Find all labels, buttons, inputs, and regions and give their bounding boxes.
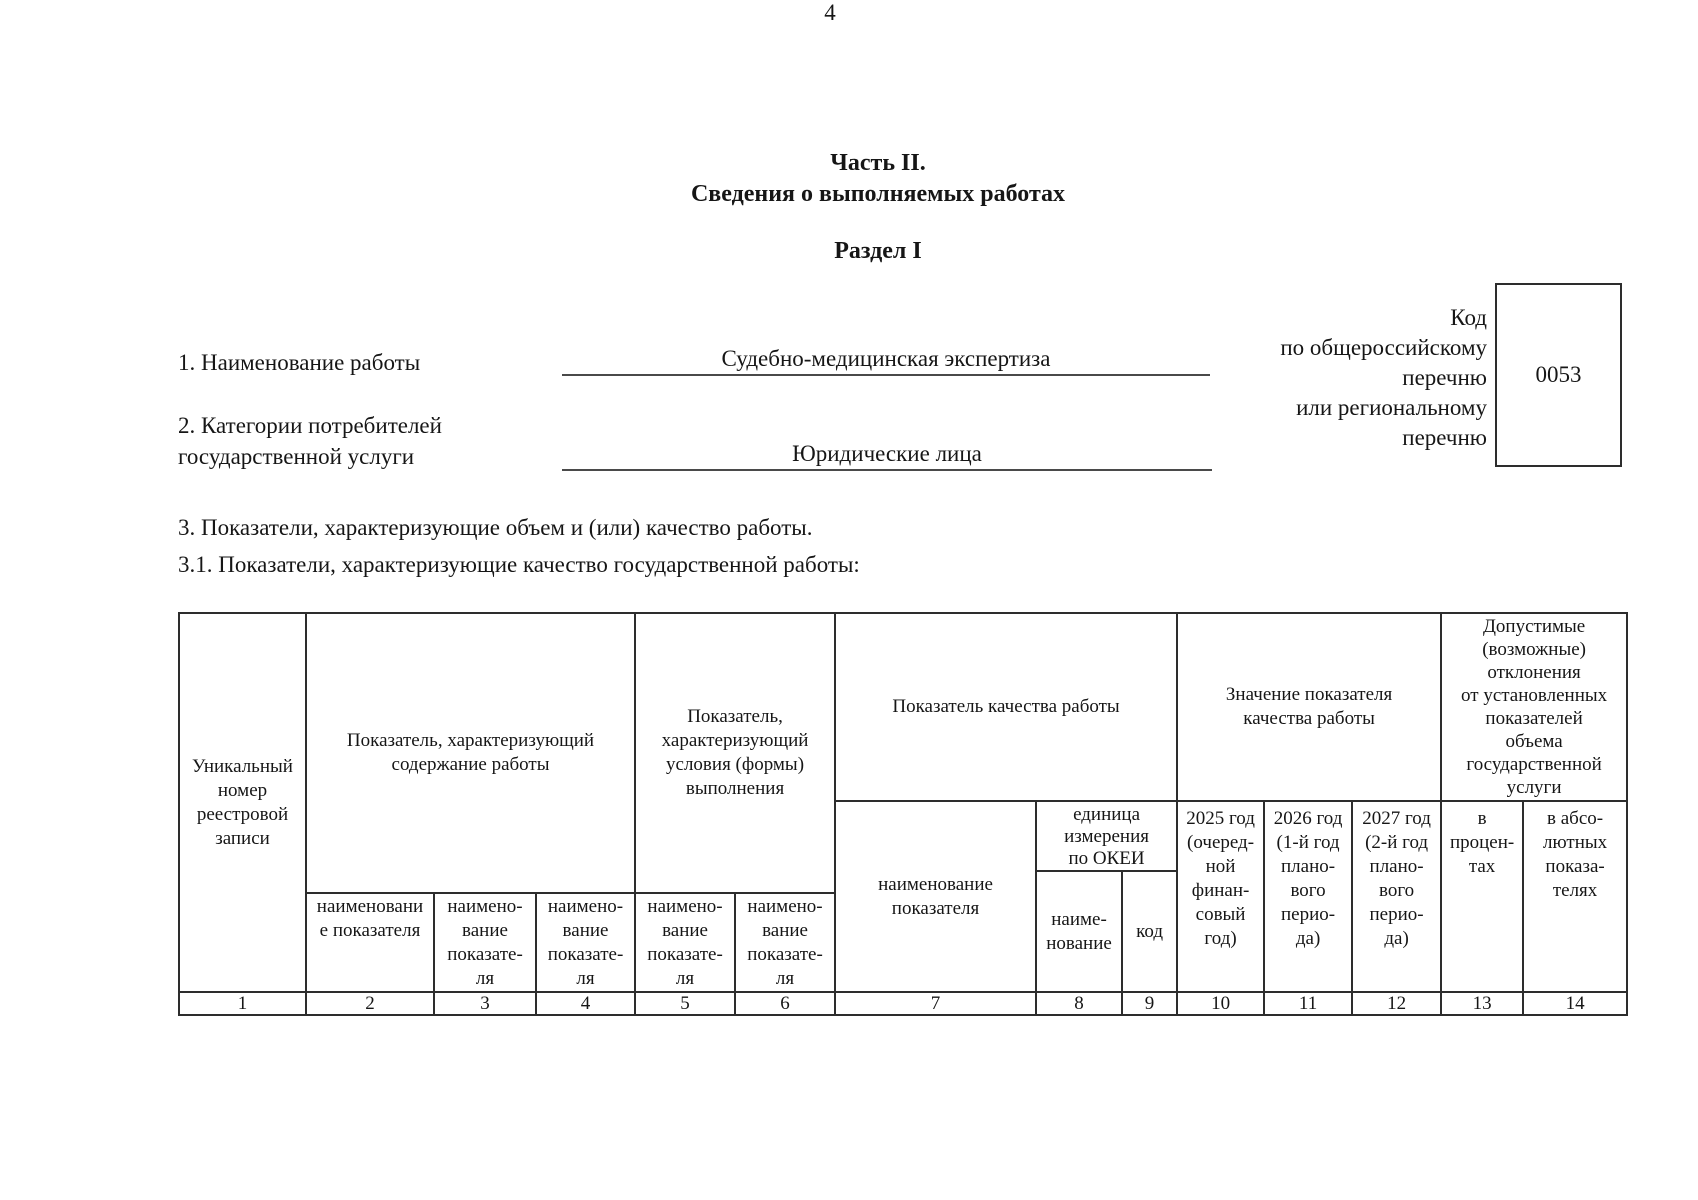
column-number-11: 11 — [1263, 991, 1354, 1016]
header-year-2026: 2026 год (1-й год плано- вого перио- да) — [1263, 800, 1354, 993]
column-number-6: 6 — [734, 991, 837, 1016]
column-number-8: 8 — [1035, 991, 1124, 1016]
column-number-3: 3 — [433, 991, 537, 1016]
page-number: 4 — [824, 0, 836, 25]
column-number-10: 10 — [1176, 991, 1266, 1016]
header-okei-name: наиме- нование — [1035, 870, 1124, 993]
header-allowed-deviations-group: Допустимые (возможные) отклонения от уст… — [1440, 612, 1629, 802]
column-number-12: 12 — [1351, 991, 1443, 1016]
column-number-row: 1 2 3 4 5 6 7 8 9 10 11 12 13 14 — [178, 991, 1629, 1016]
consumer-category-label: 2. Категории потребителей государственно… — [178, 413, 442, 469]
indicators-intro: 3. Показатели, характеризующие объем и (… — [178, 509, 860, 583]
registry-code-box: 0053 — [1495, 283, 1622, 467]
column-number-2: 2 — [305, 991, 435, 1016]
section-heading: Раздел I — [834, 238, 922, 264]
subheader-indicator-name-5: наимено- вание показате- ля — [634, 892, 737, 993]
header-okei-code: код — [1121, 870, 1179, 993]
header-deviation-percent: в процен- тах — [1440, 800, 1525, 993]
subheader-indicator-name-4: наимено- вание показате- ля — [534, 892, 637, 993]
column-number-14: 14 — [1522, 991, 1629, 1016]
indicators-line-1: 3. Показатели, характеризующие объем и (… — [178, 515, 813, 540]
consumer-category-field: Юридические лица — [562, 437, 1212, 471]
work-name-value: Судебно-медицинская экспертиза — [721, 346, 1051, 371]
column-number-4: 4 — [534, 991, 637, 1016]
subheader-indicator-name-2: наименовани е показателя — [305, 892, 435, 993]
column-number-7: 7 — [834, 991, 1038, 1016]
work-name-field: Судебно-медицинская экспертиза — [562, 342, 1210, 376]
work-name-label: 1. Наименование работы — [178, 350, 421, 375]
column-number-13: 13 — [1440, 991, 1525, 1016]
column-number-1: 1 — [178, 991, 307, 1016]
header-quality-indicator-group: Показатель качества работы — [834, 612, 1179, 802]
registry-code-value: 0053 — [1535, 362, 1582, 387]
header-unique-registry-number: Уникальный номер реестровой записи — [178, 612, 307, 993]
header-okei-unit: единица измерения по ОКЕИ — [1035, 800, 1179, 872]
subheader-indicator-name-3: наимено- вание показате- ля — [433, 892, 537, 993]
header-deviation-absolute: в абсо- лютных показа- телях — [1522, 800, 1629, 993]
header-content-indicator-group: Показатель, характеризующий содержание р… — [304, 612, 637, 894]
column-number-9: 9 — [1121, 991, 1179, 1016]
subheader-indicator-name-6: наимено- вание показате- ля — [734, 892, 837, 993]
quality-indicators-table: Уникальный номер реестровой записи Показ… — [178, 612, 1629, 1016]
header-quality-value-group: Значение показателя качества работы — [1176, 612, 1443, 802]
consumer-category-value: Юридические лица — [792, 441, 982, 466]
document-title: Часть II. Сведения о выполняемых работах — [690, 150, 1066, 207]
indicators-line-2: 3.1. Показатели, характеризующие качеств… — [178, 552, 860, 577]
registry-code-label: Код по общероссийскому перечню или регио… — [1280, 305, 1487, 450]
header-indicator-name: наименование показателя — [834, 800, 1038, 993]
column-number-5: 5 — [634, 991, 737, 1016]
header-conditions-indicator-group: Показатель, характеризующий условия (фор… — [634, 612, 837, 894]
header-year-2027: 2027 год (2-й год плано- вого перио- да) — [1351, 800, 1443, 993]
header-year-2025: 2025 год (очеред- ной финан- совый год) — [1176, 800, 1266, 993]
